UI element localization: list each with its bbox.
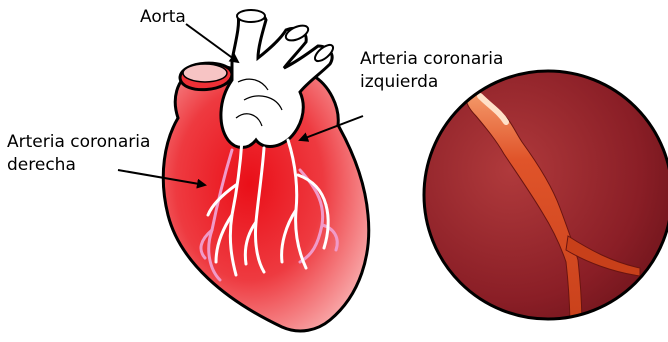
- aorta-label: Aorta: [140, 7, 186, 28]
- aorta-arrow: [186, 24, 238, 62]
- right-coronary-label-line1: Arteria coronaria: [7, 132, 150, 153]
- left-coronary-label-line1: Arteria coronaria: [360, 49, 503, 70]
- left-coronary-label-line2: izquierda: [360, 72, 438, 93]
- left-vessel-opening: [180, 63, 232, 90]
- zoom-circle: [424, 71, 668, 330]
- right-coronary-label-line2: derecha: [7, 155, 76, 176]
